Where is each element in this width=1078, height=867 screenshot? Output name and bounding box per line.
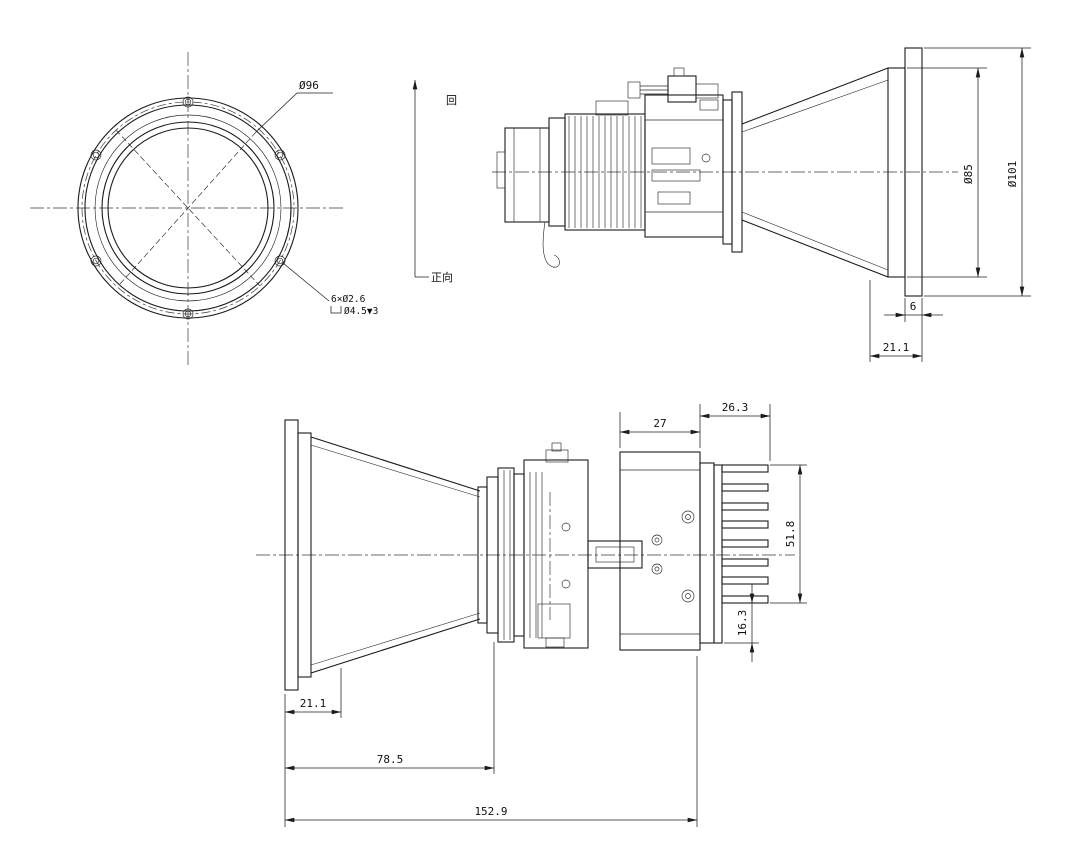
counterbore-symbol-icon — [330, 306, 342, 314]
dim-hole-pattern: 6×Ø2.6 — [331, 294, 366, 305]
front-flange — [284, 419, 312, 691]
dim-bolt-circle: Ø96 — [299, 79, 319, 92]
dim-outer-diameter: Ø101 — [1006, 161, 1019, 188]
dim-inner-diameter: Ø85 — [962, 164, 975, 184]
bolt-hole — [182, 96, 194, 108]
gear-housing — [627, 67, 724, 238]
forward-direction-label: 正向 — [431, 270, 453, 284]
dim-total-length: 152.9 — [474, 805, 507, 818]
bolt-holes — [90, 96, 286, 320]
view-box-label: 回 — [446, 94, 457, 107]
bolt-hole — [274, 149, 286, 161]
front-view-dimensions: Ø96 6×Ø2.6 Ø4.5▼3 — [255, 79, 378, 317]
bolt-hole — [274, 255, 286, 267]
dim-flange-depth: 21.1 — [300, 697, 327, 710]
main-body — [619, 451, 701, 651]
profile-view: 27 26.3 51.8 16.3 21.1 78.5 — [256, 401, 807, 827]
profile-view-dimensions: 27 26.3 51.8 16.3 21.1 78.5 — [284, 401, 807, 827]
motor-assembly — [496, 100, 646, 268]
motor-fins — [568, 116, 642, 228]
side-view: Ø85 Ø101 6 21.1 — [492, 47, 1031, 362]
cable-loop — [542, 221, 560, 268]
dim-body-width: 27 — [653, 417, 666, 430]
lens-hood-cone — [310, 436, 481, 674]
mounting-flange — [887, 47, 923, 297]
dim-counterbore: Ø4.5▼3 — [344, 306, 378, 317]
bolt-hole — [90, 255, 102, 267]
dim-heatsink-height: 51.8 — [784, 521, 797, 548]
front-view: Ø96 6×Ø2.6 Ø4.5▼3 — [30, 52, 378, 366]
dim-flange-thickness: 6 — [910, 300, 917, 313]
dim-flange-depth: 21.1 — [883, 341, 910, 354]
lens-cone — [722, 67, 889, 278]
side-view-dimensions: Ø85 Ø101 6 21.1 — [869, 47, 1031, 362]
direction-marker: 回 正向 — [412, 79, 457, 284]
heatsink — [699, 462, 769, 644]
dim-heatsink-width: 26.3 — [722, 401, 749, 414]
heatsink-fins — [721, 464, 769, 604]
bolt-hole — [182, 308, 194, 320]
dim-front-length: 78.5 — [377, 753, 404, 766]
bolt-hole — [90, 149, 102, 161]
focus-mechanism — [523, 442, 643, 649]
dim-bottom-offset: 16.3 — [736, 610, 749, 637]
